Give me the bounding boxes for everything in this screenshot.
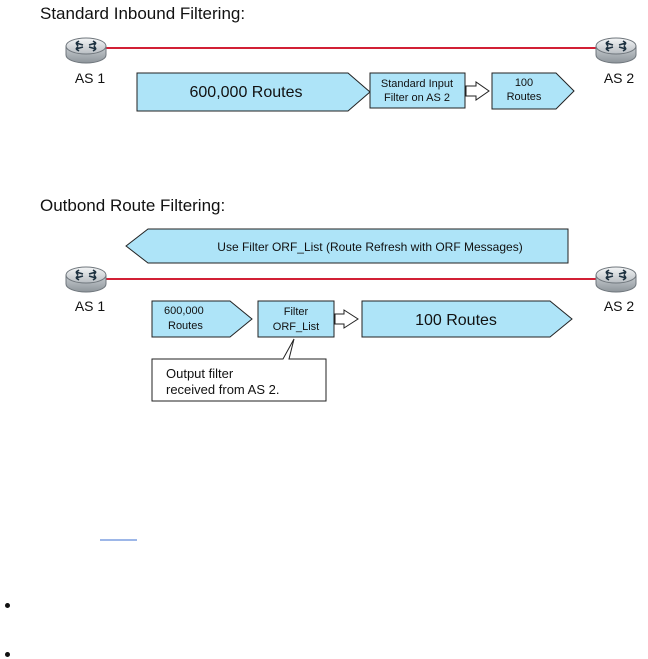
bullet-marker [5,652,10,657]
bullet-marker [5,603,10,608]
section2-as2-label: AS 2 [604,298,635,314]
section2-as1-label: AS 1 [75,298,106,314]
orf-refresh-arrow [125,228,569,264]
section1-result-line2: Routes [507,91,542,103]
section2-routes-arrow [151,300,253,338]
router-as2-icon [595,266,637,293]
section1-small-arrow-icon [465,81,490,101]
section1-result-arrow [491,72,575,110]
callout-line2: received from AS 2. [166,382,279,397]
callout-box [151,338,327,402]
section2-small-arrow-icon [334,309,359,329]
router-as2-icon [595,37,637,64]
orf-refresh-label: Use Filter ORF_List (Route Refresh with … [217,240,522,254]
section1-routes-arrow [136,72,371,112]
section2-routes-line2: Routes [168,320,203,332]
section1-as1-label: AS 1 [75,70,106,86]
section2-routes-line1: 600,000 [164,305,204,317]
router-as1-icon [65,266,107,293]
section1-as2-label: AS 2 [604,70,635,86]
section2-filter-line2: ORF_List [273,321,319,333]
section1-routes-label: 600,000 Routes [190,84,303,101]
section2-title: Outbond Route Filtering: [40,196,226,215]
section1-filter-line1: Standard Input [381,78,453,90]
callout-line1: Output filter [166,366,234,381]
section2-result-arrow [361,300,573,338]
router-as1-icon [65,37,107,64]
section2-filter-box [257,300,335,338]
section1-title: Standard Inbound Filtering: [40,4,246,23]
section1-filter-line2: Filter on AS 2 [384,92,450,104]
section2-filter-line1: Filter [284,306,309,318]
section1-filter-box [369,72,466,109]
section1-result-line1: 100 [515,77,533,89]
section2-result-label: 100 Routes [415,312,497,329]
